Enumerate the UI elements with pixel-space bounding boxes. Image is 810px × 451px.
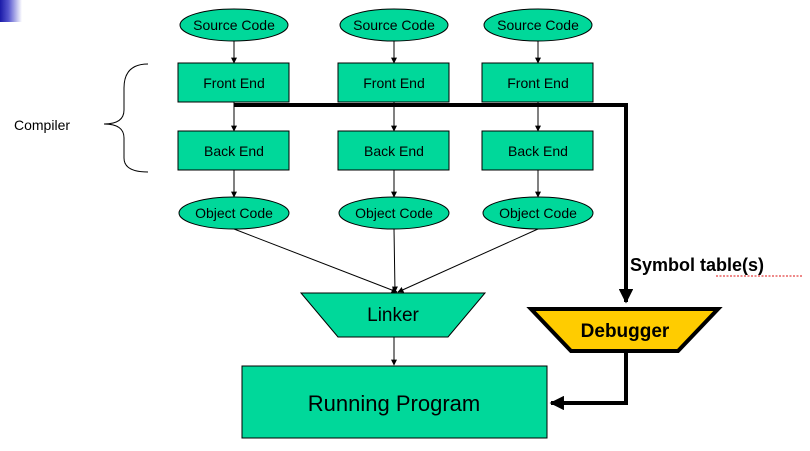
source-code-node-2 bbox=[339, 8, 449, 42]
object-code-label-3: Object Code bbox=[499, 205, 577, 221]
front-end-node-3 bbox=[481, 62, 594, 103]
front-end-nodes bbox=[177, 62, 594, 103]
source-code-label-1: Source Code bbox=[193, 17, 275, 33]
debugger-label: Debugger bbox=[581, 321, 670, 342]
source-code-node-3 bbox=[483, 8, 593, 42]
compiler-label: Compiler bbox=[14, 117, 70, 133]
back-end-label-1: Back End bbox=[204, 143, 264, 159]
arrow-object2-linker bbox=[391, 228, 398, 293]
linker-label: Linker bbox=[367, 305, 419, 326]
object-code-node-1 bbox=[178, 196, 290, 230]
source-code-label-2: Source Code bbox=[353, 17, 435, 33]
compiler-brace bbox=[103, 63, 149, 173]
object-code-node-2 bbox=[338, 196, 450, 230]
source-code-node-1 bbox=[179, 8, 289, 42]
source-code-nodes bbox=[179, 8, 593, 42]
slide-corner-decoration bbox=[0, 0, 22, 22]
debugger-to-running-line bbox=[549, 353, 628, 411]
running-program-label: Running Program bbox=[308, 391, 480, 416]
symbol-table-label: Symbol table(s) bbox=[630, 255, 764, 275]
symbol-table-line bbox=[234, 103, 634, 304]
front-end-node-2 bbox=[337, 62, 450, 103]
back-end-label-2: Back End bbox=[364, 143, 424, 159]
back-end-node-1 bbox=[177, 130, 290, 171]
back-end-node-3 bbox=[481, 130, 594, 171]
front-end-label-1: Front End bbox=[203, 75, 264, 91]
arrow-object1-linker bbox=[233, 228, 398, 293]
front-end-node-1 bbox=[177, 62, 290, 103]
linker-node bbox=[299, 292, 487, 338]
object-code-node-3 bbox=[482, 196, 594, 230]
object-code-nodes bbox=[178, 196, 594, 230]
debugger-node bbox=[526, 307, 723, 353]
connector-arrows bbox=[231, 40, 541, 366]
back-end-node-2 bbox=[337, 130, 450, 171]
object-code-label-2: Object Code bbox=[355, 205, 433, 221]
object-code-label-1: Object Code bbox=[195, 205, 273, 221]
running-program-node bbox=[241, 365, 548, 439]
front-end-label-3: Front End bbox=[507, 75, 568, 91]
back-end-nodes bbox=[177, 130, 594, 171]
arrow-object3-linker bbox=[397, 228, 539, 293]
front-end-label-2: Front End bbox=[363, 75, 424, 91]
source-code-label-3: Source Code bbox=[497, 17, 579, 33]
back-end-label-3: Back End bbox=[508, 143, 568, 159]
